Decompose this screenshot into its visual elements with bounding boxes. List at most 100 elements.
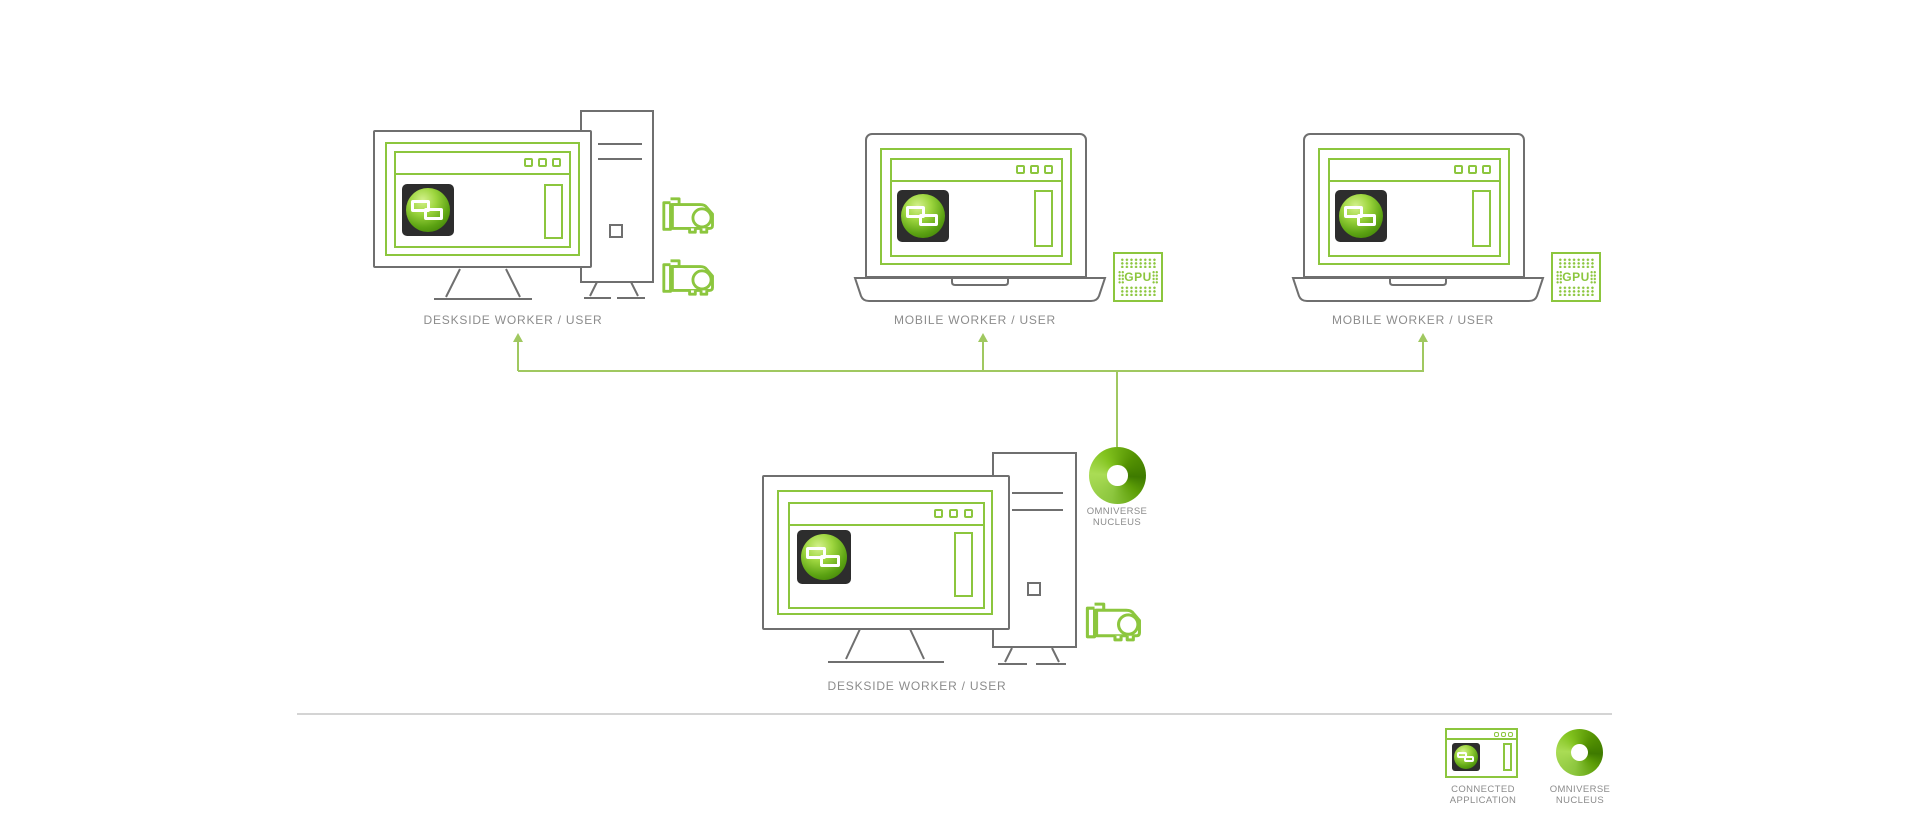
monitor-stand [828,628,944,663]
link-glyph [820,554,840,568]
app-window-titlebar [892,160,1061,182]
window-side-panel [1034,190,1053,247]
omniverse-nucleus-icon [1556,729,1603,776]
gpu-chip-icon: GPU [1113,252,1163,302]
connected-application-icon [897,190,949,242]
link-stub-mobile-1 [982,341,984,371]
tower-feet [998,647,1066,665]
gpu-chip-label: GPU [1562,270,1590,284]
window-button-icon [964,509,973,518]
node-label: DESKSIDE WORKER / USER [423,313,603,327]
node-label: DESKSIDE WORKER / USER [827,679,1007,693]
window-button-icon [1016,165,1025,174]
window-button-icon [524,158,533,167]
window-side-panel [544,184,563,239]
tower-vent [1012,492,1063,494]
chip-pins [1152,270,1158,284]
arrow-up-icon [1418,333,1428,342]
connected-application-icon [797,530,851,584]
node-label: MOBILE WORKER / USER [1331,313,1495,327]
legend-label-line2: APPLICATION [1449,795,1517,806]
window-button-icon [538,158,547,167]
link-glyph [919,213,939,226]
window-button-icon [1501,732,1506,737]
legend-label: CONNECTED APPLICATION [1423,784,1543,806]
app-window [788,502,985,609]
tower-vent [598,143,642,145]
window-button-icon [1482,165,1491,174]
pc-tower [580,110,654,283]
app-window-titlebar [396,153,569,175]
tower-feet [584,281,645,299]
window-button-icon [1494,732,1499,737]
window-button-icon [1044,165,1053,174]
window-button-icon [1468,165,1477,174]
hub-label: OMNIVERSE NUCLEUS [1047,506,1187,528]
link-glyph [1456,751,1467,759]
chip-pins [1120,258,1156,268]
gpu-chip-label: GPU [1124,270,1152,284]
legend-label-line1: OMNIVERSE [1549,784,1611,795]
link-glyph [410,200,430,213]
window-side-panel [1503,743,1512,771]
laptop-base [1291,277,1545,302]
legend-divider [297,713,1612,715]
window-button-icon [1030,165,1039,174]
connected-application-icon [402,184,454,236]
chip-pins [1120,286,1156,296]
link-drop-to-nucleus [1116,372,1118,447]
connected-application-icon [1452,743,1480,771]
app-window [1328,158,1501,257]
legend-label-line1: CONNECTED [1451,784,1515,795]
app-window-titlebar [1447,730,1516,740]
window-button-icon [1454,165,1463,174]
link-stub-deskside-1 [517,341,519,371]
link-glyph [1343,206,1363,219]
window-button-icon [949,509,958,518]
app-window [890,158,1063,257]
legend-label: OMNIVERSE NUCLEUS [1520,784,1640,806]
chip-pins [1558,286,1594,296]
link-glyph [905,206,925,219]
link-stub-mobile-2 [1422,341,1424,371]
link-glyph [1464,755,1475,763]
arrow-up-icon [978,333,988,342]
window-button-icon [934,509,943,518]
chip-pins [1118,270,1124,284]
gpu-chip-icon: GPU [1551,252,1601,302]
network-bus-line [518,370,1424,372]
link-glyph [1357,213,1377,226]
app-window-titlebar [1330,160,1499,182]
app-window-titlebar [790,504,983,526]
link-glyph [424,207,444,220]
window-side-panel [1472,190,1491,247]
connected-application-icon [1335,190,1387,242]
link-glyph [806,546,826,560]
tower-button [1027,582,1041,596]
omniverse-nucleus-icon [1089,447,1146,504]
hub-label-line1: OMNIVERSE [1086,506,1148,517]
window-button-icon [1508,732,1513,737]
legend-connected-application-icon [1445,728,1518,778]
tower-button [609,224,623,238]
hub-label-line2: NUCLEUS [1092,517,1142,528]
tower-vent [1012,509,1063,511]
tower-vent [598,158,642,160]
window-side-panel [954,532,973,597]
arrow-up-icon [513,333,523,342]
app-window [394,151,571,248]
chip-pins [1558,258,1594,268]
node-label: MOBILE WORKER / USER [893,313,1057,327]
window-button-icon [552,158,561,167]
laptop-base [853,277,1107,302]
chip-pins [1556,270,1562,284]
monitor-stand [434,268,532,300]
